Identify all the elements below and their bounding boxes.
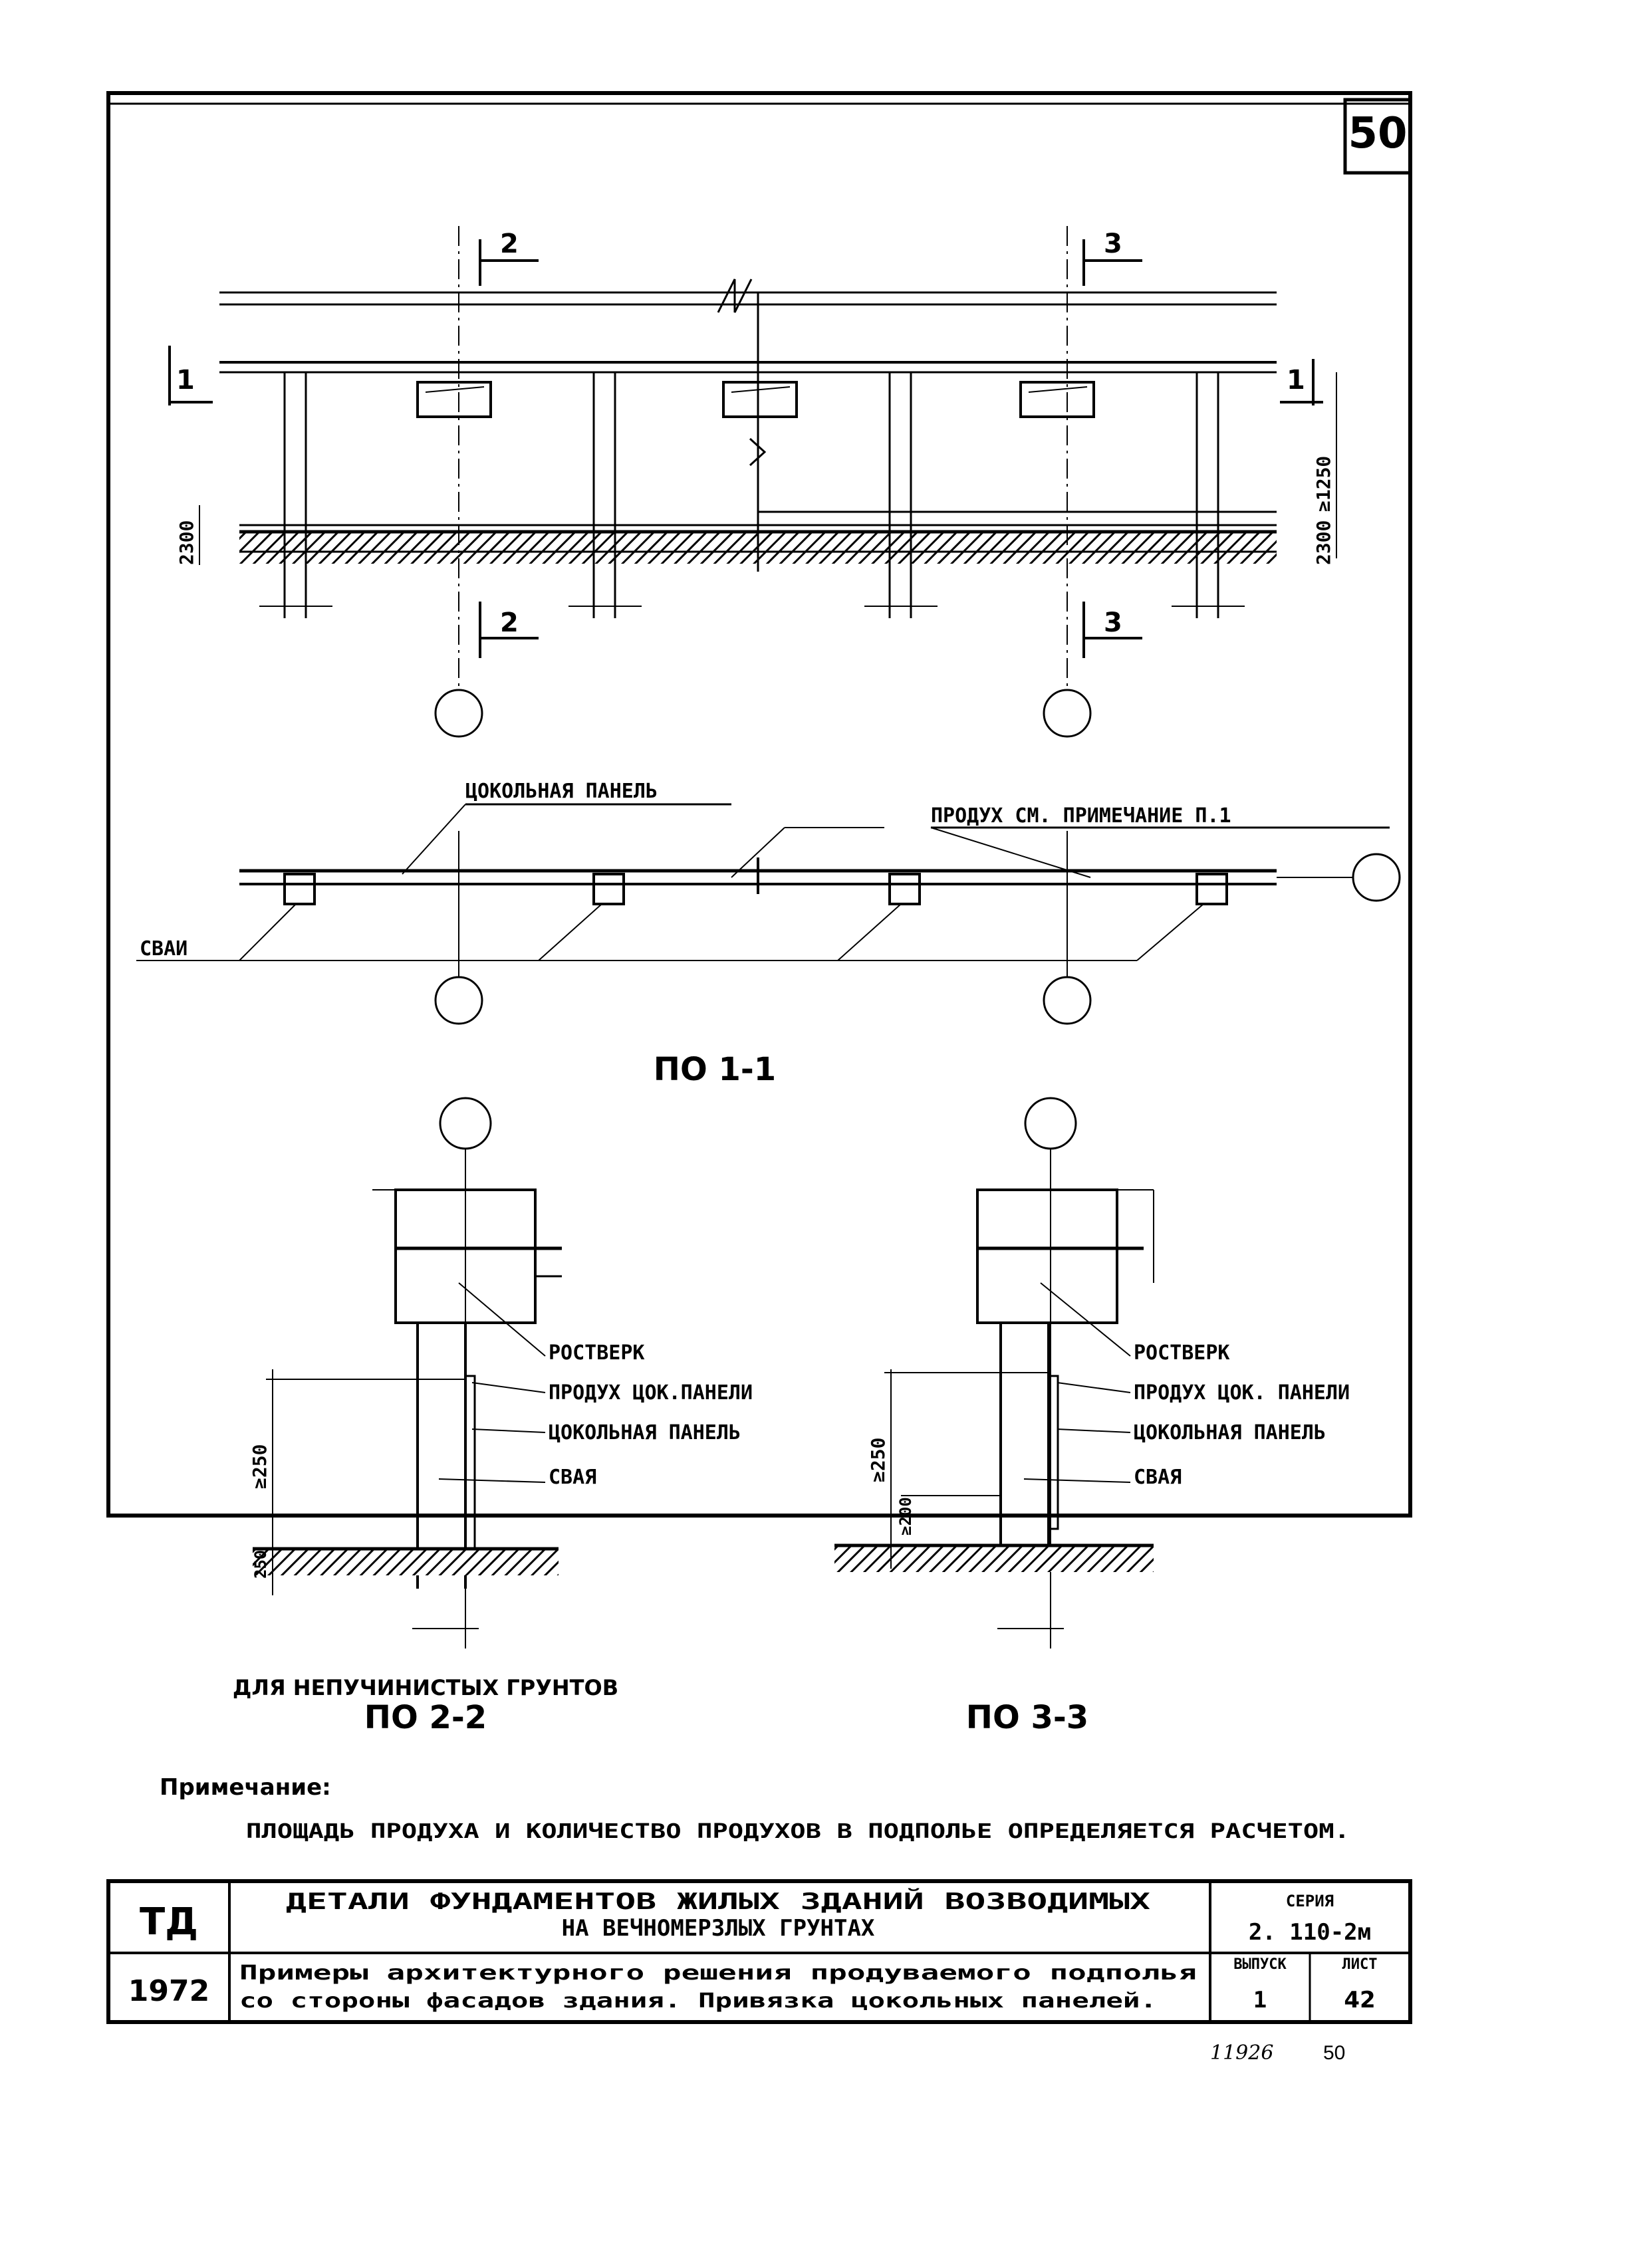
s33-dim-height: ≥250 (867, 1438, 889, 1482)
callout-piles: СВАИ (140, 937, 188, 961)
s22-dim-low: 250 (251, 1550, 270, 1579)
plan-view (136, 803, 1401, 1025)
footer-page-number: 50 (1323, 2042, 1345, 2064)
elevation-dim-right-bottom: 2300 (1313, 520, 1334, 565)
s22-dim-height: ≥250 (249, 1444, 271, 1489)
s22-callout-plinth-panel: ЦОКОЛЬНАЯ ПАНЕЛЬ (549, 1421, 741, 1444)
tb-series-label: СЕРИЯ (1286, 1892, 1334, 1910)
section-mark-3-bottom: 3 (1104, 608, 1122, 638)
s22-callout-pile: СВАЯ (549, 1466, 596, 1489)
plan-view-label: ПО 1-1 (654, 1051, 776, 1088)
sheet-number-corner: 50 (1348, 109, 1407, 158)
tb-title-line1: ДЕТАЛИ ФУНДАМЕНТОВ ЖИЛЫХ ЗДАНИЙ ВОЗВОДИМ… (286, 1888, 1151, 1915)
section-mark-2-bottom: 2 (500, 608, 519, 638)
section-mark-1-left: 1 (176, 365, 195, 396)
tb-sheet-value: 42 (1344, 1987, 1375, 2013)
tb-sheet-label: ЛИСТ (1342, 1956, 1378, 1973)
tb-issue-label: ВЫПУСК (1233, 1956, 1287, 1973)
tb-issue-value: 1 (1253, 1987, 1267, 2013)
sheet-frame (106, 91, 1412, 1518)
elevation-dim-left: 2300 (176, 520, 197, 565)
tb-series-value: 2. 110-2м (1249, 1919, 1371, 1946)
s33-callout-pile: СВАЯ (1134, 1466, 1182, 1489)
s33-callout-grillage: РОСТВЕРК (1134, 1341, 1230, 1365)
note-text: ПЛОЩАДЬ ПРОДУХА И КОЛИЧЕСТВО ПРОДУХОВ В … (246, 1820, 1350, 1843)
s33-callout-vent: ПРОДУХ ЦОК. ПАНЕЛИ (1134, 1381, 1350, 1405)
section-2-2 (253, 1097, 562, 1648)
title-block (106, 1879, 1412, 2024)
note-title: Примечание: (160, 1774, 331, 1801)
footer-handwritten-number: 11926 (1210, 2041, 1273, 2065)
callout-plinth-panel-plan: ЦОКОЛЬНАЯ ПАНЕЛЬ (465, 780, 658, 803)
s22-label: ПО 2-2 (364, 1699, 487, 1736)
section-mark-2-top: 2 (500, 229, 519, 259)
tb-year: 1972 (128, 1974, 209, 2008)
elevation-dim-right-top: ≥1250 (1313, 456, 1334, 512)
s33-dim-low: ≥200 (896, 1497, 915, 1535)
tb-title-line2: НА ВЕЧНОМЕРЗЛЫХ ГРУНТАХ (562, 1915, 875, 1942)
tb-subtitle-line2: со стороны фасадов здания. Привязка цоко… (239, 1989, 1157, 2013)
section-3-3 (834, 1097, 1154, 1648)
section-mark-1-right: 1 (1287, 365, 1305, 396)
section-mark-3-top: 3 (1104, 229, 1122, 259)
s22-callout-vent: ПРОДУХ ЦОК.ПАНЕЛИ (549, 1381, 753, 1405)
tb-subtitle-line1: Примеры архитектурного решения продуваем… (239, 1962, 1197, 1985)
s33-label: ПО 3-3 (966, 1699, 1088, 1736)
elevation-view (168, 226, 1337, 738)
tb-code: ТД (140, 1900, 198, 1944)
s22-caption: ДЛЯ НЕПУЧИНИСТЫХ ГРУНТОВ (233, 1675, 618, 1700)
callout-vent-plan: ПРОДУХ СМ. ПРИМЕЧАНИЕ П.1 (931, 804, 1231, 828)
s33-callout-plinth-panel: ЦОКОЛЬНАЯ ПАНЕЛЬ (1134, 1421, 1326, 1444)
s22-callout-grillage: РОСТВЕРК (549, 1341, 645, 1365)
